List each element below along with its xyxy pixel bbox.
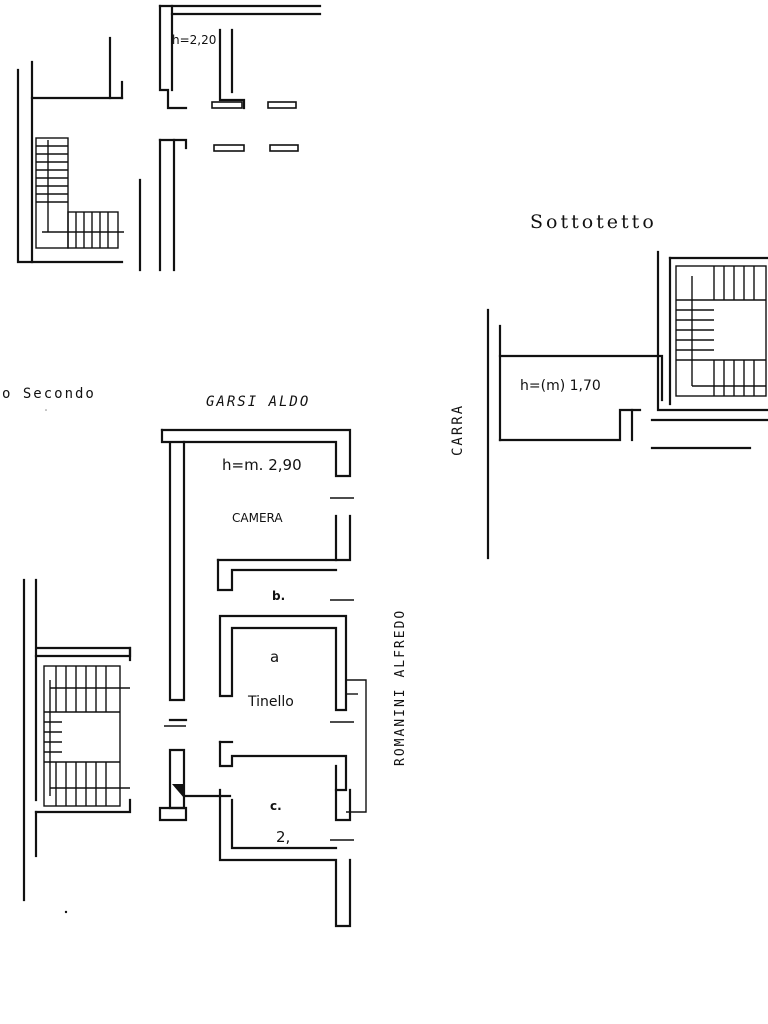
attic-height: h=(m) 1,70 — [520, 378, 601, 394]
flue-mark — [172, 784, 184, 798]
room-label-cucina: c. — [270, 799, 282, 813]
door-mark — [269, 144, 299, 152]
neighbor-right-label: ROMANINI ALFREDO — [393, 609, 408, 766]
apartment-walls — [158, 428, 367, 928]
garage-label: CARRA — [450, 404, 466, 456]
room-label-tinello: Tinello — [247, 694, 294, 710]
speck — [64, 910, 68, 914]
stair-treads — [43, 665, 130, 807]
attic-stair-treads — [675, 265, 767, 397]
apartment-height: h=m. 2,90 — [222, 456, 302, 474]
room-label-camera: CAMERA — [232, 511, 283, 525]
upper-room-height: h=2,20 — [172, 33, 216, 47]
door-mark — [211, 101, 243, 109]
attic-heading: Sottotetto — [530, 211, 657, 233]
apartment-door-marks — [164, 497, 354, 841]
room-mark-a: a — [270, 648, 279, 666]
room-label-bagno: b. — [272, 589, 285, 603]
room-mark-number: 2, — [276, 828, 290, 846]
door-mark — [213, 144, 245, 152]
stair-treads — [35, 137, 124, 249]
speck — [45, 409, 47, 411]
second-floor-heading: o Secondo — [2, 386, 96, 402]
bottom-left-stair-block — [22, 578, 132, 902]
neighbor-top-label: GARSI ALDO — [206, 394, 310, 410]
attic-outline — [486, 250, 768, 560]
top-corridor — [158, 4, 322, 272]
door-mark — [267, 101, 297, 109]
top-left-stair-block — [16, 36, 142, 272]
